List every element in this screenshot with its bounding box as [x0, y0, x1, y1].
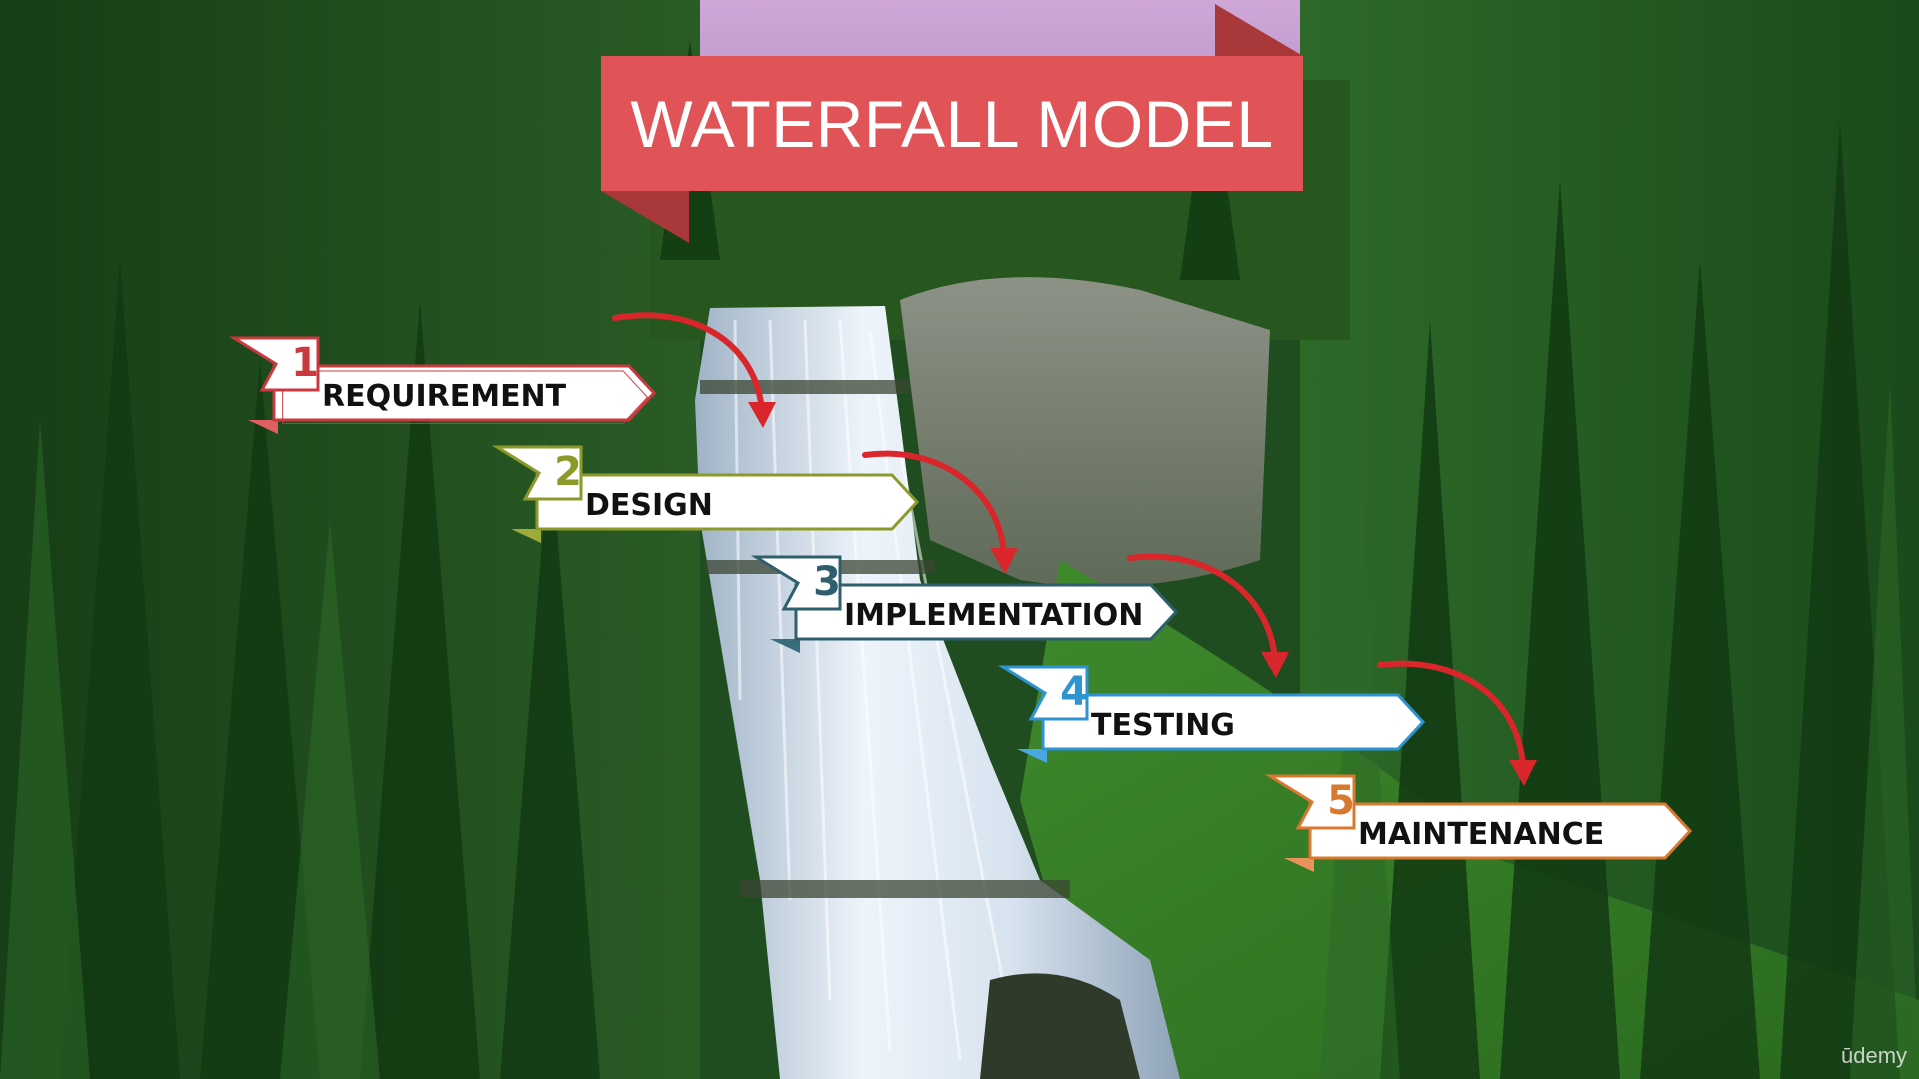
step-5-maintenance: 5 MAINTENANCE — [1264, 770, 1700, 872]
arrowhead-3 — [1261, 652, 1289, 678]
step-number: 4 — [1060, 669, 1088, 715]
step-number: 2 — [554, 449, 582, 495]
step-1-requirement: 1 REQUIREMENT — [228, 332, 664, 434]
step-label: DESIGN — [585, 487, 713, 523]
title-ribbon-fold-bottom — [601, 191, 689, 243]
step-number: 5 — [1327, 778, 1355, 824]
diagram-title: WATERFALL MODEL — [630, 86, 1274, 161]
arrow-3-to-4 — [1127, 553, 1278, 663]
step-4-testing: 4 TESTING — [997, 661, 1433, 763]
udemy-watermark: ūdemy — [1841, 1043, 1908, 1068]
step-label: IMPLEMENTATION — [844, 597, 1144, 633]
step-number: 3 — [813, 559, 841, 605]
arrowhead-2 — [990, 548, 1018, 574]
title-banner — [601, 56, 1303, 191]
arrow-4-to-5 — [1377, 660, 1526, 771]
step-3-implementation: 3 IMPLEMENTATION — [750, 551, 1186, 653]
step-2-design: 2 DESIGN — [491, 441, 927, 543]
step-label: MAINTENANCE — [1358, 816, 1605, 852]
arrow-2-to-3 — [862, 450, 1007, 558]
title-ribbon-fold-top — [1215, 4, 1303, 56]
step-label: TESTING — [1091, 707, 1235, 743]
arrowhead-1 — [748, 402, 776, 428]
step-label: REQUIREMENT — [322, 378, 567, 414]
arrowhead-4 — [1509, 760, 1537, 786]
step-number: 1 — [291, 340, 319, 386]
arrow-1-to-2 — [612, 312, 765, 413]
